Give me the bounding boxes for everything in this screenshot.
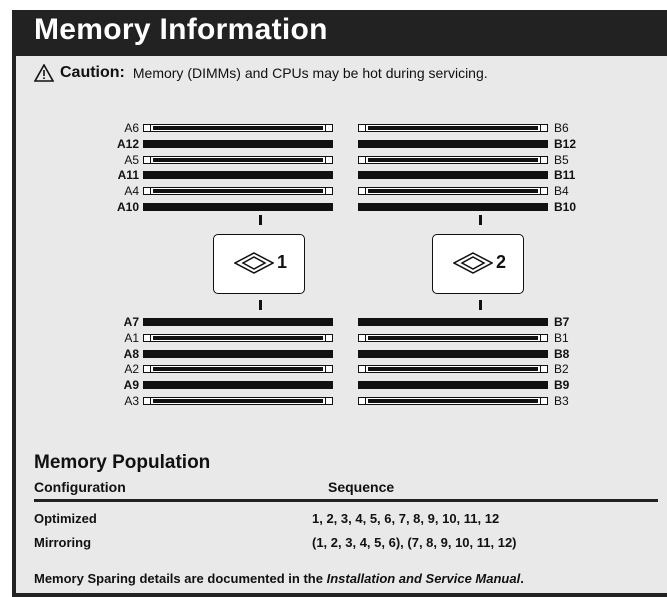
dimm-slot-a12: [143, 140, 333, 148]
slot-label-b4: B4: [554, 184, 569, 198]
page-title: Memory Information: [34, 13, 328, 46]
slot-label-a12: A12: [116, 137, 139, 151]
dimm-slot-b3: [358, 397, 548, 405]
dimm-slot-b4: [358, 187, 548, 195]
population-title: Memory Population: [34, 452, 211, 473]
dimm-slot-a6: [143, 124, 333, 132]
cpu1-bottom-connector: [259, 300, 262, 310]
dimm-slot-a3: [143, 397, 333, 405]
row-mirroring-sequence: (1, 2, 3, 4, 5, 6), (7, 8, 9, 10, 11, 12…: [312, 535, 517, 550]
row-optimized-sequence: 1, 2, 3, 4, 5, 6, 7, 8, 9, 10, 11, 12: [312, 511, 500, 526]
slot-label-a4: A4: [124, 184, 139, 198]
configuration-header: Configuration: [34, 479, 126, 495]
slot-label-a8: A8: [123, 347, 139, 361]
dimm-slot-a5: [143, 156, 333, 164]
caution-text: Memory (DIMMs) and CPUs may be hot durin…: [132, 65, 488, 81]
slot-label-a5: A5: [124, 153, 139, 167]
caution-notice: Caution: Memory (DIMMs) and CPUs may be …: [34, 64, 488, 82]
row-optimized-configuration: Optimized: [34, 511, 97, 526]
slot-label-a3: A3: [124, 394, 139, 408]
row-mirroring-configuration: Mirroring: [34, 535, 92, 550]
sparing-note-suffix: .: [520, 571, 524, 586]
title-bar: [12, 10, 667, 56]
dimm-slot-a8: [143, 350, 333, 358]
table-header-divider: [34, 499, 658, 502]
dimm-slot-a4: [143, 187, 333, 195]
slot-label-b8: B8: [554, 347, 570, 361]
dimm-slot-a7: [143, 318, 333, 326]
slot-label-a10: A10: [116, 200, 139, 214]
dimm-slot-a9: [143, 381, 333, 389]
dimm-slot-b8: [358, 350, 548, 358]
cpu1-top-connector: [259, 215, 262, 225]
dimm-slot-b2: [358, 365, 548, 373]
manual-title: Installation and Service Manual: [326, 571, 521, 586]
slot-label-b10: B10: [554, 200, 577, 214]
slot-label-b7: B7: [554, 315, 570, 329]
dimm-slot-b6: [358, 124, 548, 132]
slot-label-b5: B5: [554, 153, 569, 167]
dimm-slot-b1: [358, 334, 548, 342]
panel-frame: [12, 10, 667, 597]
dimm-slot-b11: [358, 171, 548, 179]
dimm-slot-a1: [143, 334, 333, 342]
dimm-slot-b5: [358, 156, 548, 164]
slot-label-a1: A1: [124, 331, 139, 345]
processor-icon: [453, 252, 493, 274]
slot-label-b1: B1: [554, 331, 569, 345]
slot-label-b11: B11: [554, 168, 576, 182]
dimm-slot-b9: [358, 381, 548, 389]
slot-label-a7: A7: [123, 315, 139, 329]
caution-label: Caution:: [60, 64, 125, 81]
sequence-header: Sequence: [328, 479, 395, 495]
cpu-1: 1: [213, 234, 305, 294]
dimm-slot-a11: [143, 171, 333, 179]
slot-label-a6: A6: [124, 121, 139, 135]
dimm-slot-b12: [358, 140, 548, 148]
processor-icon: [234, 252, 274, 274]
slot-label-a11: A11: [117, 168, 139, 182]
slot-label-b3: B3: [554, 394, 569, 408]
cpu2-bottom-connector: [479, 300, 482, 310]
cpu-2-label: 2: [496, 252, 507, 272]
dimm-slot-a10: [143, 203, 333, 211]
cpu2-top-connector: [479, 215, 482, 225]
dimm-slot-a2: [143, 365, 333, 373]
cpu-1-label: 1: [277, 252, 288, 272]
cpu-2: 2: [432, 234, 524, 294]
slot-label-b6: B6: [554, 121, 569, 135]
slot-label-a2: A2: [124, 362, 139, 376]
sparing-note: Memory Sparing details are documented in…: [34, 571, 524, 586]
slot-label-b12: B12: [554, 137, 577, 151]
warning-triangle-icon: [34, 64, 54, 82]
dimm-slot-b10: [358, 203, 548, 211]
slot-label-b9: B9: [554, 378, 570, 392]
slot-label-b2: B2: [554, 362, 569, 376]
slot-label-a9: A9: [123, 378, 139, 392]
dimm-slot-b7: [358, 318, 548, 326]
sparing-note-prefix: Memory Sparing details are documented in…: [34, 571, 327, 586]
